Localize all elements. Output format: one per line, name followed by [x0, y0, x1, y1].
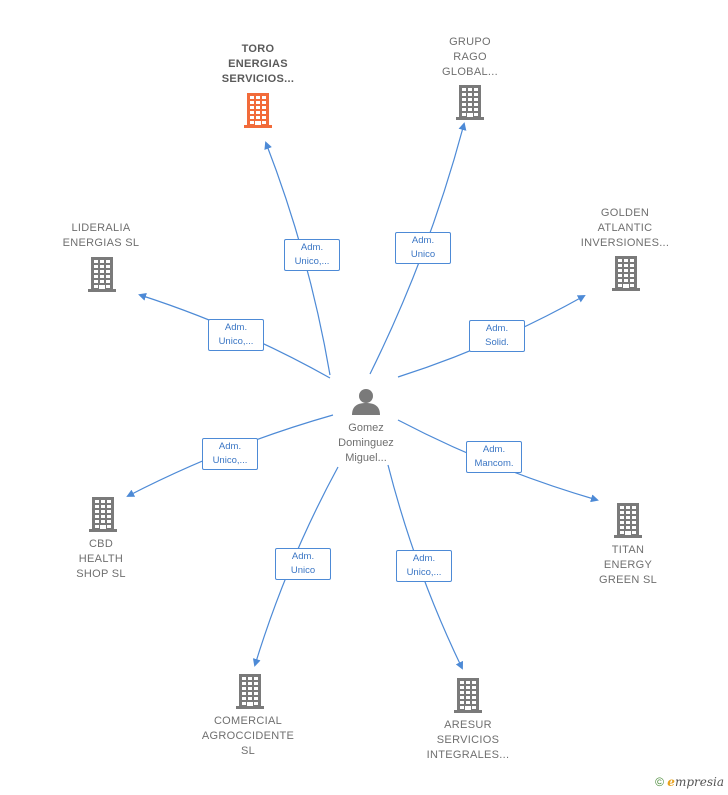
company-label[interactable]: GRUPO RAGO GLOBAL... — [405, 35, 535, 80]
company-label-line: COMERCIAL — [213, 715, 283, 727]
company-node-golden-atlantic[interactable]: GOLDEN ATLANTIC INVERSIONES... — [560, 206, 690, 251]
company-label-line: HEALTH — [78, 553, 124, 565]
company-label[interactable]: GOLDEN ATLANTIC INVERSIONES... — [560, 206, 690, 251]
role-text: Unico,... — [294, 256, 330, 267]
company-label[interactable]: TITAN ENERGY GREEN SL — [563, 543, 693, 588]
role-text: Adm. — [300, 242, 324, 253]
brand-logo-e: e — [667, 775, 675, 789]
company-node-aresur[interactable]: ARESUR SERVICIOS INTEGRALES... — [403, 718, 533, 763]
company-label-line: ENERGIAS — [228, 58, 288, 70]
role-text: Solid. — [485, 337, 509, 348]
building-icon[interactable] — [87, 496, 119, 537]
brand-name: mpresia — [674, 775, 724, 789]
role-label-golden-atlantic[interactable]: Adm. Solid. — [469, 320, 525, 352]
company-label-line: INTEGRALES... — [426, 749, 510, 761]
role-text: Unico — [410, 249, 436, 260]
role-text: Adm. — [485, 323, 509, 334]
role-text: Unico,... — [212, 455, 248, 466]
role-text: Unico — [290, 565, 316, 576]
company-label-line: GLOBAL... — [442, 66, 498, 78]
building-icon[interactable] — [454, 84, 486, 125]
building-icon[interactable] — [452, 677, 484, 718]
company-node-comercial[interactable]: COMERCIAL AGROCCIDENTE SL — [183, 714, 313, 759]
company-node-toro[interactable]: TORO ENERGIAS SERVICIOS... — [193, 42, 323, 87]
building-icon[interactable] — [610, 255, 642, 296]
company-label-line: ATLANTIC — [597, 222, 653, 234]
company-label[interactable]: TORO ENERGIAS SERVICIOS... — [193, 42, 323, 87]
company-label-line: SERVICIOS... — [221, 73, 295, 85]
role-label-lideralia[interactable]: Adm. Unico,... — [208, 319, 264, 351]
person-icon[interactable] — [351, 387, 381, 417]
company-node-lideralia[interactable]: LIDERALIA ENERGIAS SL — [36, 221, 166, 251]
center-line: Miguel... — [345, 452, 387, 464]
role-label-grupo-rago[interactable]: Adm. Unico — [395, 232, 451, 264]
role-label-toro[interactable]: Adm. Unico,... — [284, 239, 340, 271]
center-person-label[interactable]: Gomez Dominguez Miguel... — [311, 421, 421, 466]
company-label-line: ARESUR — [444, 719, 492, 731]
company-label-line: TORO — [241, 43, 275, 55]
company-node-grupo-rago[interactable]: GRUPO RAGO GLOBAL... — [405, 35, 535, 80]
company-label-line: TITAN — [611, 544, 645, 556]
company-label-line: AGROCCIDENTE — [201, 730, 295, 742]
company-label[interactable]: COMERCIAL AGROCCIDENTE SL — [183, 714, 313, 759]
company-label-line: SHOP SL — [76, 568, 126, 580]
brand-footer: © empresia — [655, 775, 724, 789]
role-text: Adm. — [482, 444, 506, 455]
role-text: Adm. — [411, 235, 435, 246]
building-icon[interactable] — [612, 502, 644, 543]
role-text: Adm. — [412, 553, 436, 564]
company-label-line: GREEN SL — [598, 574, 658, 586]
role-text: Unico,... — [218, 336, 254, 347]
company-label-line: SL — [240, 745, 256, 757]
role-label-aresur[interactable]: Adm. Unico,... — [396, 550, 452, 582]
role-text: Adm. — [218, 441, 242, 452]
copyright-icon: © — [655, 775, 664, 789]
building-icon[interactable] — [242, 92, 274, 133]
company-label[interactable]: LIDERALIA ENERGIAS SL — [36, 221, 166, 251]
company-label-line: ENERGIAS SL — [62, 237, 140, 249]
company-label-line: RAGO — [453, 51, 487, 63]
building-icon[interactable] — [86, 256, 118, 297]
company-label-line: SERVICIOS — [436, 734, 500, 746]
company-label-line: INVERSIONES... — [580, 237, 670, 249]
company-label-line: LIDERALIA — [71, 222, 131, 234]
role-label-comercial[interactable]: Adm. Unico — [275, 548, 331, 580]
company-label[interactable]: CBD HEALTH SHOP SL — [36, 537, 166, 582]
company-label-line: ENERGY — [603, 559, 653, 571]
company-label-line: GOLDEN — [600, 207, 650, 219]
company-label-line: GRUPO — [449, 36, 491, 48]
company-node-titan[interactable]: TITAN ENERGY GREEN SL — [563, 543, 693, 588]
role-label-titan[interactable]: Adm. Mancom. — [466, 441, 522, 473]
company-label-line: CBD — [88, 538, 114, 550]
center-line: Gomez — [348, 422, 384, 434]
center-line: Dominguez — [338, 437, 394, 449]
building-icon[interactable] — [234, 673, 266, 714]
role-text: Unico,... — [406, 567, 442, 578]
role-text: Adm. — [224, 322, 248, 333]
role-label-cbd[interactable]: Adm. Unico,... — [202, 438, 258, 470]
role-text: Mancom. — [474, 458, 514, 469]
company-label[interactable]: ARESUR SERVICIOS INTEGRALES... — [403, 718, 533, 763]
role-text: Adm. — [291, 551, 315, 562]
company-node-cbd[interactable]: CBD HEALTH SHOP SL — [36, 537, 166, 582]
